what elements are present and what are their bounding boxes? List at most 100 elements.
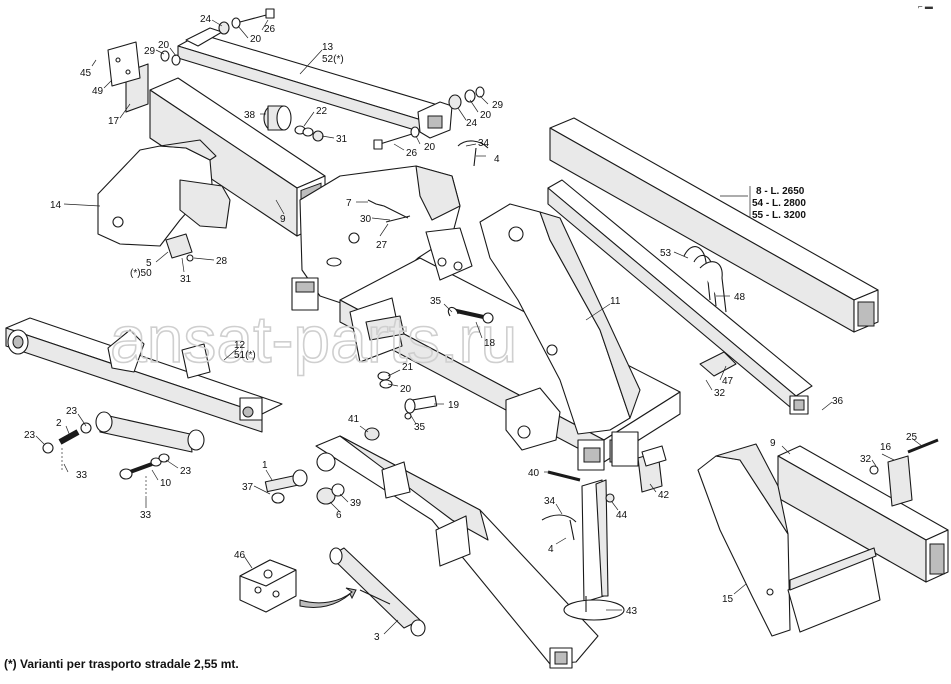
- part-labels: 24 26 20 29 20 13 52(*) 45 49 17 38 22 3…: [24, 14, 918, 643]
- cylinder-3: [329, 547, 426, 637]
- label-24: 24: [200, 14, 212, 25]
- label-42: 42: [658, 490, 670, 501]
- top-beam-hardware: [160, 8, 485, 150]
- label-21: 21: [402, 362, 414, 373]
- pin-19: [377, 371, 438, 420]
- label-48: 48: [734, 292, 746, 303]
- label-31: 31: [336, 134, 348, 145]
- label-29: 29: [144, 46, 156, 57]
- label-35: 35: [414, 422, 426, 433]
- chain-7: [367, 199, 411, 223]
- label-22: 22: [316, 106, 328, 117]
- label-33: 33: [76, 470, 88, 481]
- label-28: 28: [216, 256, 228, 267]
- label-52: 52(*): [322, 54, 344, 65]
- label-26: 26: [406, 148, 418, 159]
- top-crossbeam-13: [177, 27, 453, 139]
- bracket-15: [697, 443, 881, 637]
- tube-9-right: [777, 445, 949, 583]
- label-33: 33: [140, 510, 152, 521]
- label-51: 51(*): [234, 350, 256, 361]
- label-38: 38: [244, 110, 256, 121]
- clip-53: [683, 246, 727, 313]
- arrow: [299, 587, 357, 608]
- label-45: 45: [80, 68, 92, 79]
- cylinder-10: [42, 411, 205, 498]
- label-23: 23: [180, 466, 192, 477]
- label-13: 13: [322, 42, 334, 53]
- plate-16: [869, 438, 939, 507]
- label-50: (*)50: [130, 268, 152, 279]
- label-20: 20: [158, 40, 170, 51]
- label-18: 18: [484, 338, 496, 349]
- label-25: 25: [906, 432, 918, 443]
- label-16: 16: [880, 442, 892, 453]
- label-7: 7: [346, 198, 352, 209]
- label-37: 37: [242, 482, 254, 493]
- label-15: 15: [722, 594, 734, 605]
- nut-41: [364, 427, 380, 441]
- label-32: 32: [714, 388, 726, 399]
- label-4: 4: [548, 544, 554, 555]
- label-12: 12: [234, 340, 246, 351]
- pad-17-plate-49: [107, 41, 149, 113]
- damper-38: [263, 105, 324, 142]
- label-2: 2: [56, 418, 62, 429]
- label-23: 23: [66, 406, 78, 417]
- label-40: 40: [528, 468, 540, 479]
- label-6: 6: [336, 510, 342, 521]
- label-9: 9: [280, 214, 286, 225]
- bracket-42: [637, 445, 667, 493]
- label-35: 35: [430, 296, 442, 307]
- leader-lines: [35, 19, 923, 635]
- label-20: 20: [400, 384, 412, 395]
- label-34: 34: [544, 496, 556, 507]
- label-44: 44: [616, 510, 628, 521]
- pivot-plate: [425, 227, 473, 281]
- label-27: 27: [376, 240, 388, 251]
- label-14: 14: [50, 200, 62, 211]
- valve-block-46: [239, 559, 297, 613]
- label-9: 9: [770, 438, 776, 449]
- label-47: 47: [722, 376, 734, 387]
- label-39: 39: [350, 498, 362, 509]
- label-3: 3: [374, 632, 380, 643]
- label-36: 36: [832, 396, 844, 407]
- label-1: 1: [262, 460, 268, 471]
- label-43: 43: [626, 606, 638, 617]
- label-34: 34: [478, 138, 490, 149]
- long-tube-8: [549, 117, 879, 333]
- label-5: 5: [146, 258, 152, 269]
- label-31: 31: [180, 274, 192, 285]
- drawbar-48: [547, 179, 813, 415]
- jack-43: [563, 479, 625, 621]
- label-41: 41: [348, 414, 360, 425]
- label-26: 26: [264, 24, 276, 35]
- pin-18: [447, 306, 494, 324]
- jack-pin-40: [457, 140, 615, 541]
- watermark-text: ansat-parts.ru: [110, 302, 517, 376]
- plate-5: [165, 233, 194, 262]
- bushing-6: [316, 483, 345, 505]
- label-49: 49: [92, 86, 104, 97]
- label-32: 32: [860, 454, 872, 465]
- lower-pivot-arm: [315, 435, 599, 669]
- pin-1: [264, 469, 308, 504]
- side-arm-12: [5, 317, 283, 433]
- label-11: 11: [610, 296, 621, 307]
- label-30: 30: [360, 214, 372, 225]
- arm-11: [479, 203, 641, 471]
- label-20: 20: [250, 34, 262, 45]
- bracket-47: [699, 351, 737, 377]
- label-10: 10: [160, 478, 172, 489]
- label-29: 29: [492, 100, 504, 111]
- length-label-8: 8 - L. 2650: [756, 186, 805, 197]
- bracket-14: [97, 139, 231, 247]
- label-19: 19: [448, 400, 460, 411]
- label-23: 23: [24, 430, 36, 441]
- label-46: 46: [234, 550, 246, 561]
- label-4: 4: [494, 154, 500, 165]
- corner-logo-mark: ⌐ ▬: [918, 2, 933, 11]
